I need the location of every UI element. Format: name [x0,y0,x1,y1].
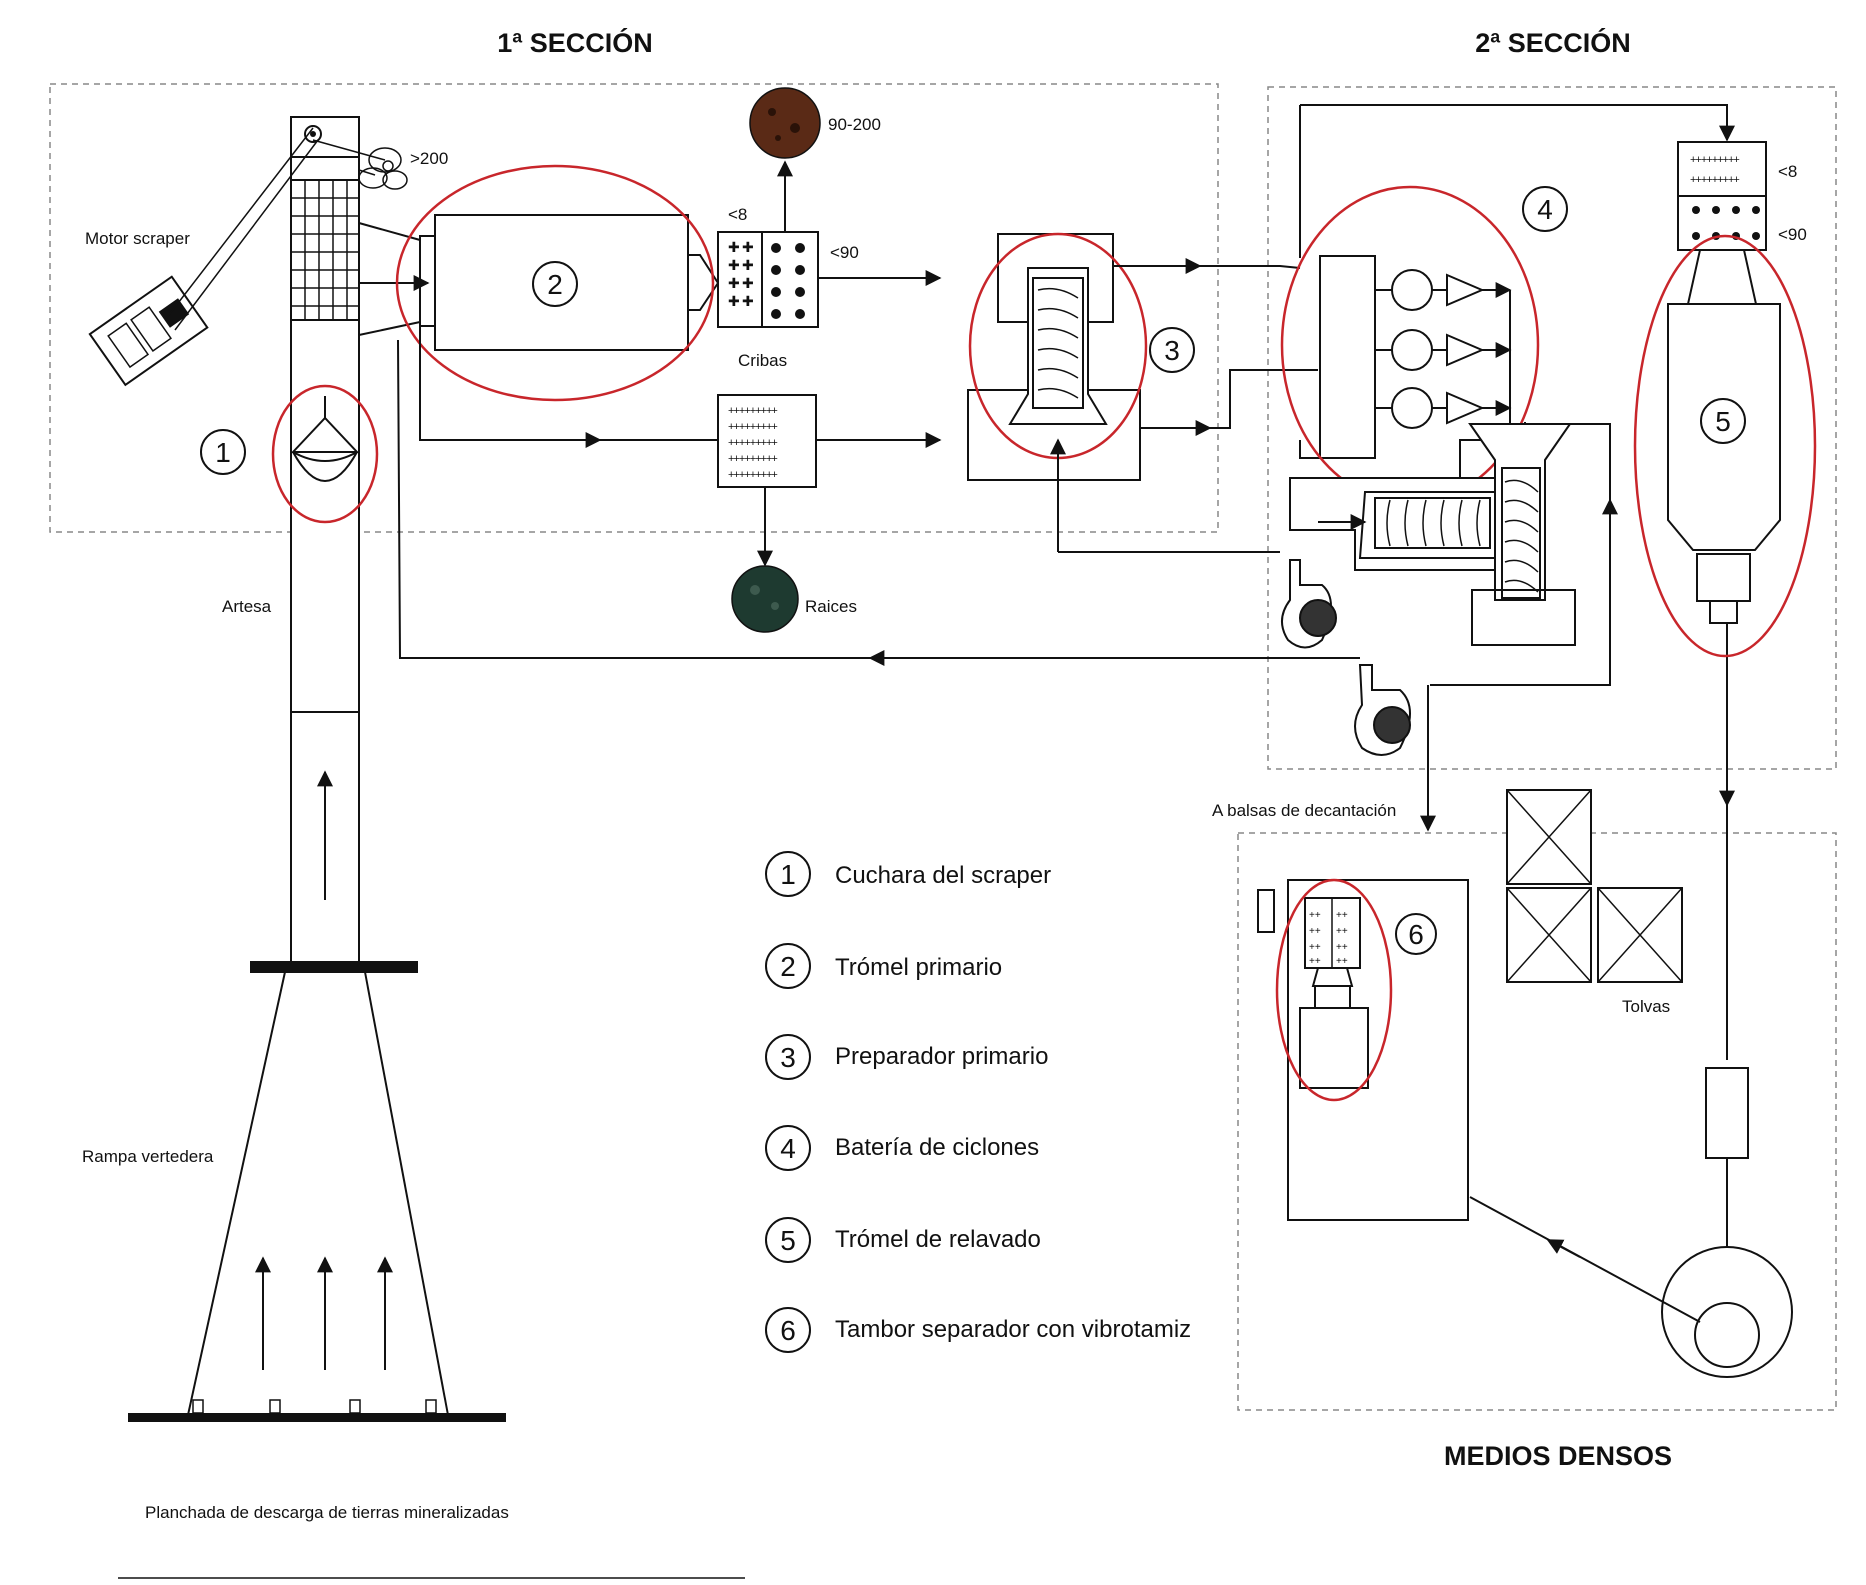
svg-text:Tambor separador con vibrotami: Tambor separador con vibrotamiz [835,1316,1191,1343]
label-lt90-second: <90 [1778,225,1807,244]
label-lt90-first: <90 [830,243,859,262]
marker-2: 2 [532,261,578,307]
highlight-6-separator [1275,878,1393,1102]
svg-text:1: 1 [780,859,796,890]
legend-item: 1 Cuchara del scraper [765,851,1051,897]
svg-text:Trómel de relavado: Trómel de relavado [835,1226,1041,1253]
marker-1: 1 [200,429,246,475]
label-cribas: Cribas [738,351,787,370]
legend-item: 4 Batería de ciclones [765,1125,1039,1171]
svg-text:+++++++++: +++++++++ [1690,154,1739,166]
bateria-ciclones [1299,104,1728,478]
svg-text:+++++++++: +++++++++ [728,453,777,465]
svg-text:+++++++++: +++++++++ [1690,174,1739,186]
label-motor-scraper: Motor scraper [85,229,190,248]
svg-text:✚: ✚ [742,275,754,291]
svg-text:4: 4 [1537,194,1553,225]
svg-text:+++++++++: +++++++++ [728,421,777,433]
legend-item: 5 Trómel de relavado [765,1217,1041,1263]
svg-text:✚: ✚ [728,257,740,273]
conveyor-screen-grid [290,179,360,321]
svg-text:++: ++ [1309,956,1321,967]
stones-90-200-icon [749,87,821,159]
highlight-5-tromel-relavado [1633,234,1817,658]
section-title-dense-media: MEDIOS DENSOS [1444,1441,1672,1471]
flow-tromel-to-lower-criba [419,322,600,441]
svg-text:++: ++ [1336,956,1348,967]
marker-4: 4 [1522,186,1568,232]
legend-item: 6 Tambor separador con vibrotamiz [765,1307,1191,1353]
section-title-second: 2ª SECCIÓN [1475,27,1631,58]
svg-text:4: 4 [780,1133,796,1164]
highlight-1-bucket [271,384,379,524]
svg-text:5: 5 [1715,406,1731,437]
svg-text:Preparador primario: Preparador primario [835,1043,1048,1070]
label-lt8-second: <8 [1778,162,1797,181]
label-90-200: 90-200 [828,115,881,134]
svg-text:5: 5 [780,1225,796,1256]
svg-text:✚: ✚ [742,239,754,255]
legend-item: 2 Trómel primario [765,943,1002,989]
svg-text:✚: ✚ [742,257,754,273]
marker-5: 5 [1700,398,1746,444]
svg-text:+++++++++: +++++++++ [728,405,777,417]
svg-text:6: 6 [780,1315,796,1346]
svg-text:6: 6 [1408,919,1424,950]
drive-wheel [1469,1196,1793,1378]
svg-text:✚: ✚ [742,293,754,309]
label-artesa: Artesa [222,597,272,616]
label-gt200: >200 [410,149,448,168]
screw-classifiers [1289,422,1618,686]
svg-text:+++++++++: +++++++++ [728,469,777,481]
label-raices: Raices [805,597,857,616]
section-title-first: 1ª SECCIÓN [497,27,653,58]
raices-icon [731,565,799,633]
svg-text:++: ++ [1309,910,1321,921]
svg-text:3: 3 [780,1042,796,1073]
label-balsas: A balsas de decantación [1212,801,1396,820]
scraper-bucket [290,396,360,482]
svg-text:2: 2 [547,269,563,300]
legend: 1 Cuchara del scraper 2 Trómel primario … [765,851,1191,1353]
svg-text:3: 3 [1164,335,1180,366]
pump-upper [1281,559,1337,649]
tromel-relavado: +++++++++ +++++++++ [1667,105,1781,1330]
svg-text:1: 1 [215,437,231,468]
svg-text:++: ++ [1309,942,1321,953]
svg-text:✚: ✚ [728,239,740,255]
legend-item: 3 Preparador primario [765,1034,1048,1080]
svg-text:2: 2 [780,951,796,982]
svg-text:++: ++ [1336,910,1348,921]
separator-drum-unit: ++ ++ ++ ++ ++ ++ ++ ++ [1257,879,1469,1221]
marker-6: 6 [1395,913,1437,955]
svg-text:Cuchara del scraper: Cuchara del scraper [835,862,1051,889]
svg-text:Trómel primario: Trómel primario [835,954,1002,981]
pump-lower [1354,664,1411,756]
tolvas [1506,789,1683,983]
rampa-vertedera [128,971,506,1422]
cribas-screen: ✚ ✚ ✚ ✚ ✚ ✚ ✚ ✚ [717,231,819,328]
motor-scraper [88,127,319,387]
svg-text:++: ++ [1336,926,1348,937]
svg-text:✚: ✚ [728,275,740,291]
label-lt8-first: <8 [728,205,747,224]
svg-text:+++++++++: +++++++++ [728,437,777,449]
marker-3: 3 [1149,327,1195,373]
stones-large-icon [312,139,408,190]
svg-text:++: ++ [1336,942,1348,953]
highlight-2-tromel [395,164,715,402]
label-planchada: Planchada de descarga de tierras mineral… [145,1503,509,1522]
label-rampa: Rampa vertedera [82,1147,214,1166]
planchada-platform [128,1413,506,1422]
return-line-to-artesa [397,339,1360,659]
lower-criba: +++++++++ +++++++++ +++++++++ +++++++++ … [717,394,817,488]
svg-text:++: ++ [1309,926,1321,937]
svg-text:✚: ✚ [728,293,740,309]
section-border-first [49,83,1219,533]
svg-text:Batería de ciclones: Batería de ciclones [835,1134,1039,1161]
label-tolvas: Tolvas [1622,997,1670,1016]
section-border-second [1267,86,1837,770]
